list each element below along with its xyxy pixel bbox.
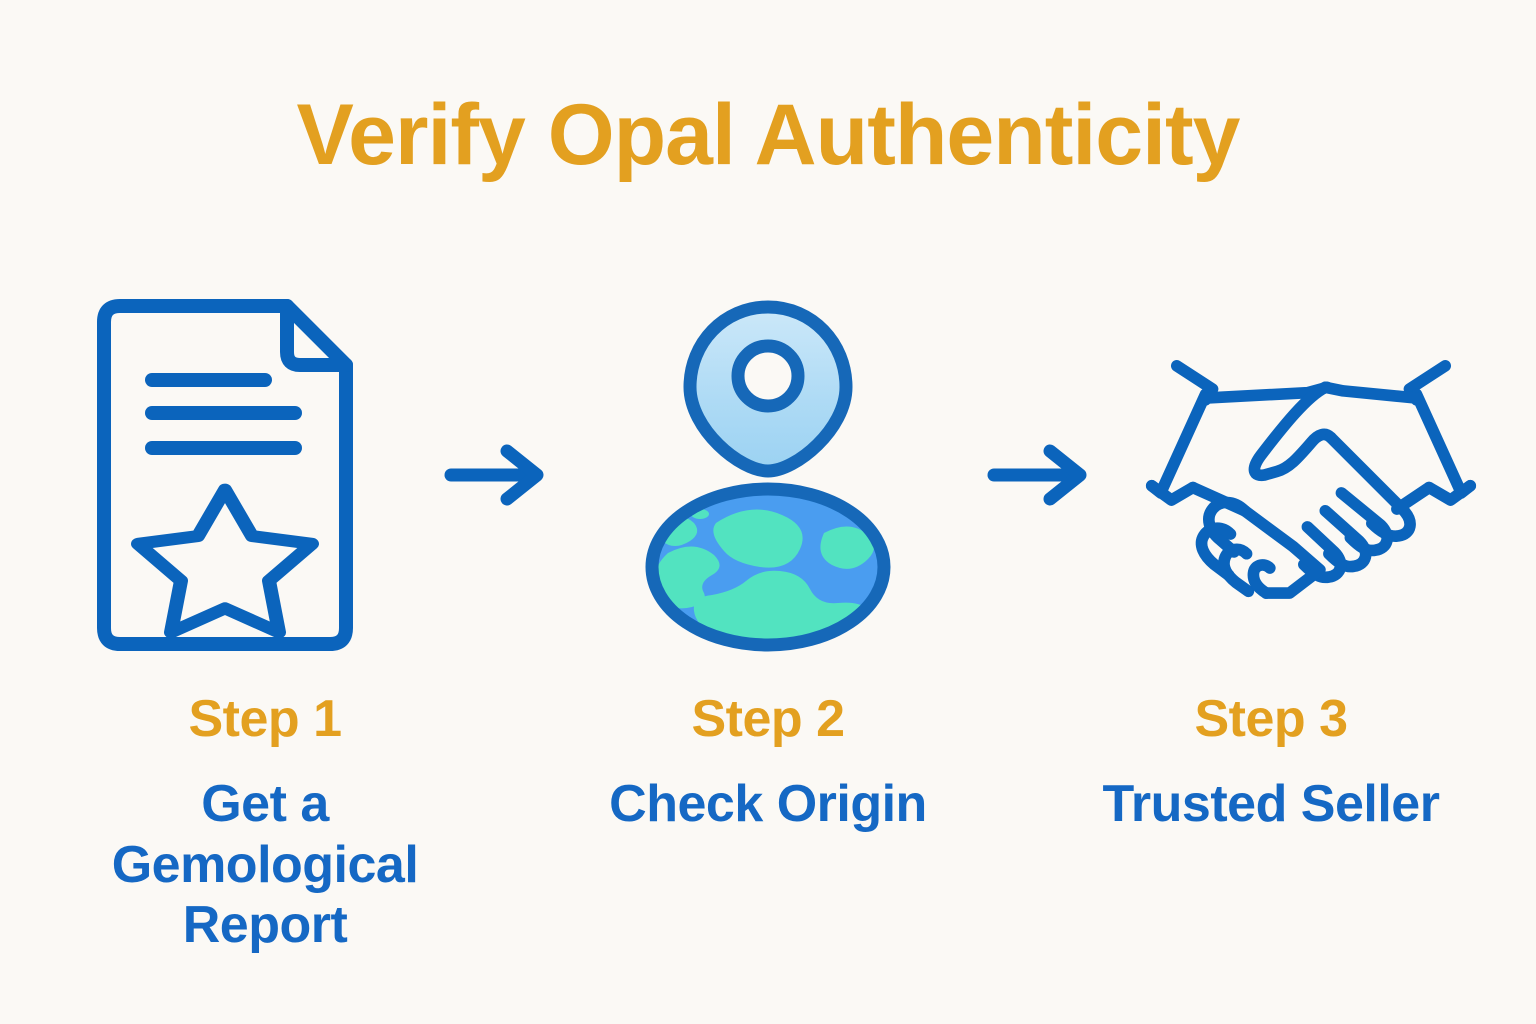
step-2-label-cell: Step 2 Check Origin (533, 690, 1003, 835)
upper-thumb (1248, 381, 1337, 482)
arrow-right-icon (987, 444, 1086, 506)
certificate-document-icon (97, 299, 353, 651)
step-2-number: Step 2 (691, 690, 845, 748)
pin-center-hole (731, 339, 805, 413)
left-hand-palm (1238, 504, 1326, 599)
right-cuff-end (1423, 479, 1477, 506)
labels-row: Step 1 Get a Gemological Report Step 2 C… (30, 690, 1506, 955)
knuckle-2 (1195, 522, 1237, 582)
document-fold-corner (280, 299, 353, 372)
step-3-number: Step 3 (1194, 690, 1348, 748)
step-1-description-line-3: Report (182, 895, 348, 954)
globe-outline (645, 482, 891, 652)
left-sleeve-edge (1145, 388, 1212, 499)
location-pin-globe-icon (645, 300, 891, 652)
step-3-icon-cell (1145, 290, 1477, 660)
page-title: Verify Opal Authenticity (296, 87, 1241, 183)
left-cuff-end (1145, 479, 1199, 506)
handshake-icon (1145, 360, 1477, 599)
connector-1-cell (432, 425, 562, 525)
knuckle-3 (1218, 543, 1255, 598)
connector-2-cell (975, 425, 1105, 525)
step-3-description-line-1: Trusted Seller (1102, 775, 1440, 834)
map-pin-icon (683, 300, 853, 478)
arrow-right-icon (444, 444, 543, 506)
right-sleeve-edge (1410, 388, 1477, 499)
step-1-description-line-1: Get a (201, 775, 329, 834)
step-2-description-line-1: Check Origin (609, 775, 927, 834)
step-1-description: Get a Gemological Report (30, 774, 500, 955)
step-2-icon-cell (603, 290, 933, 660)
document-outline (97, 299, 353, 651)
step-1-description-line-2: Gemological (111, 835, 419, 894)
step-3-description: Trusted Seller (1036, 774, 1506, 834)
globe-icon (645, 482, 891, 652)
document-star-seal-icon (131, 483, 319, 639)
knuckle-4 (1247, 559, 1276, 599)
right-forearm-top (1319, 381, 1423, 404)
step-3-label-cell: Step 3 Trusted Seller (1036, 690, 1506, 835)
step-1-label-cell: Step 1 Get a Gemological Report (30, 690, 500, 955)
step-1-number: Step 1 (188, 690, 342, 748)
step-1-icon-cell (60, 290, 390, 660)
step-2-description: Check Origin (533, 774, 1003, 834)
icons-row (60, 285, 1477, 665)
